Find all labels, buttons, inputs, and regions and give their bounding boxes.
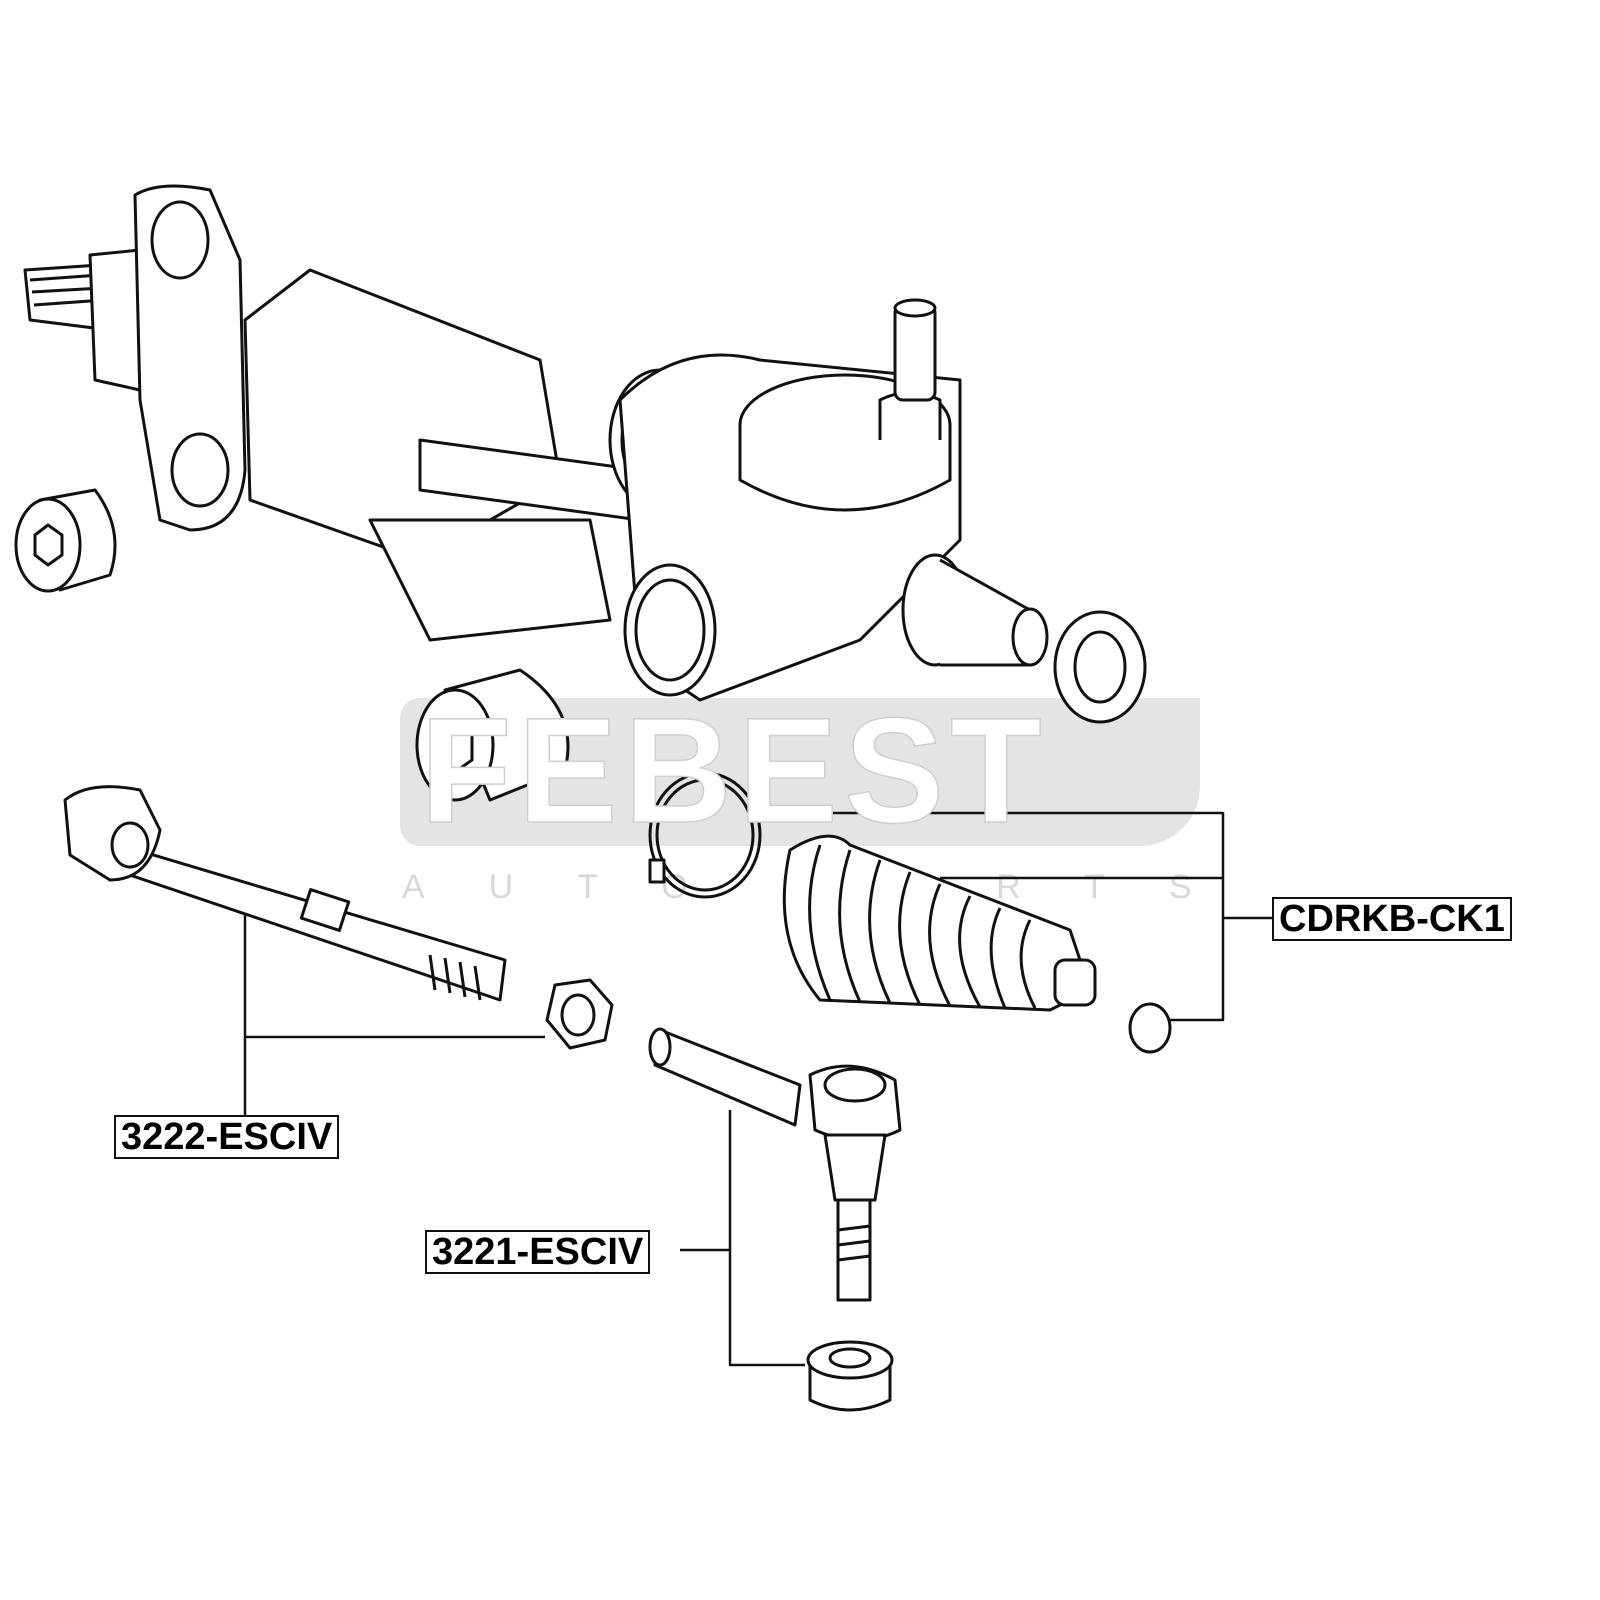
inner-tie-rod — [63, 785, 507, 1002]
part-label-cdrkb-ck1[interactable]: CDRKB-CK1 — [1272, 897, 1512, 941]
mount-bushing-left — [14, 488, 117, 593]
tie-rod-jam-nut — [545, 978, 614, 1050]
steering-rack-assembly — [23, 184, 1147, 724]
mount-bushing-center — [415, 668, 570, 802]
part-label-3222-esciv[interactable]: 3222-ESCIV — [114, 1115, 340, 1159]
tie-rod-end-nut — [806, 1340, 894, 1412]
outer-tie-rod-end — [648, 1027, 902, 1302]
leader-lines — [243, 811, 1272, 1367]
part-label-3221-esciv[interactable]: 3221-ESCIV — [425, 1230, 651, 1274]
steering-boot — [782, 834, 1097, 1012]
boot-small-clamp — [1128, 1002, 1172, 1054]
boot-clamp — [648, 771, 762, 899]
